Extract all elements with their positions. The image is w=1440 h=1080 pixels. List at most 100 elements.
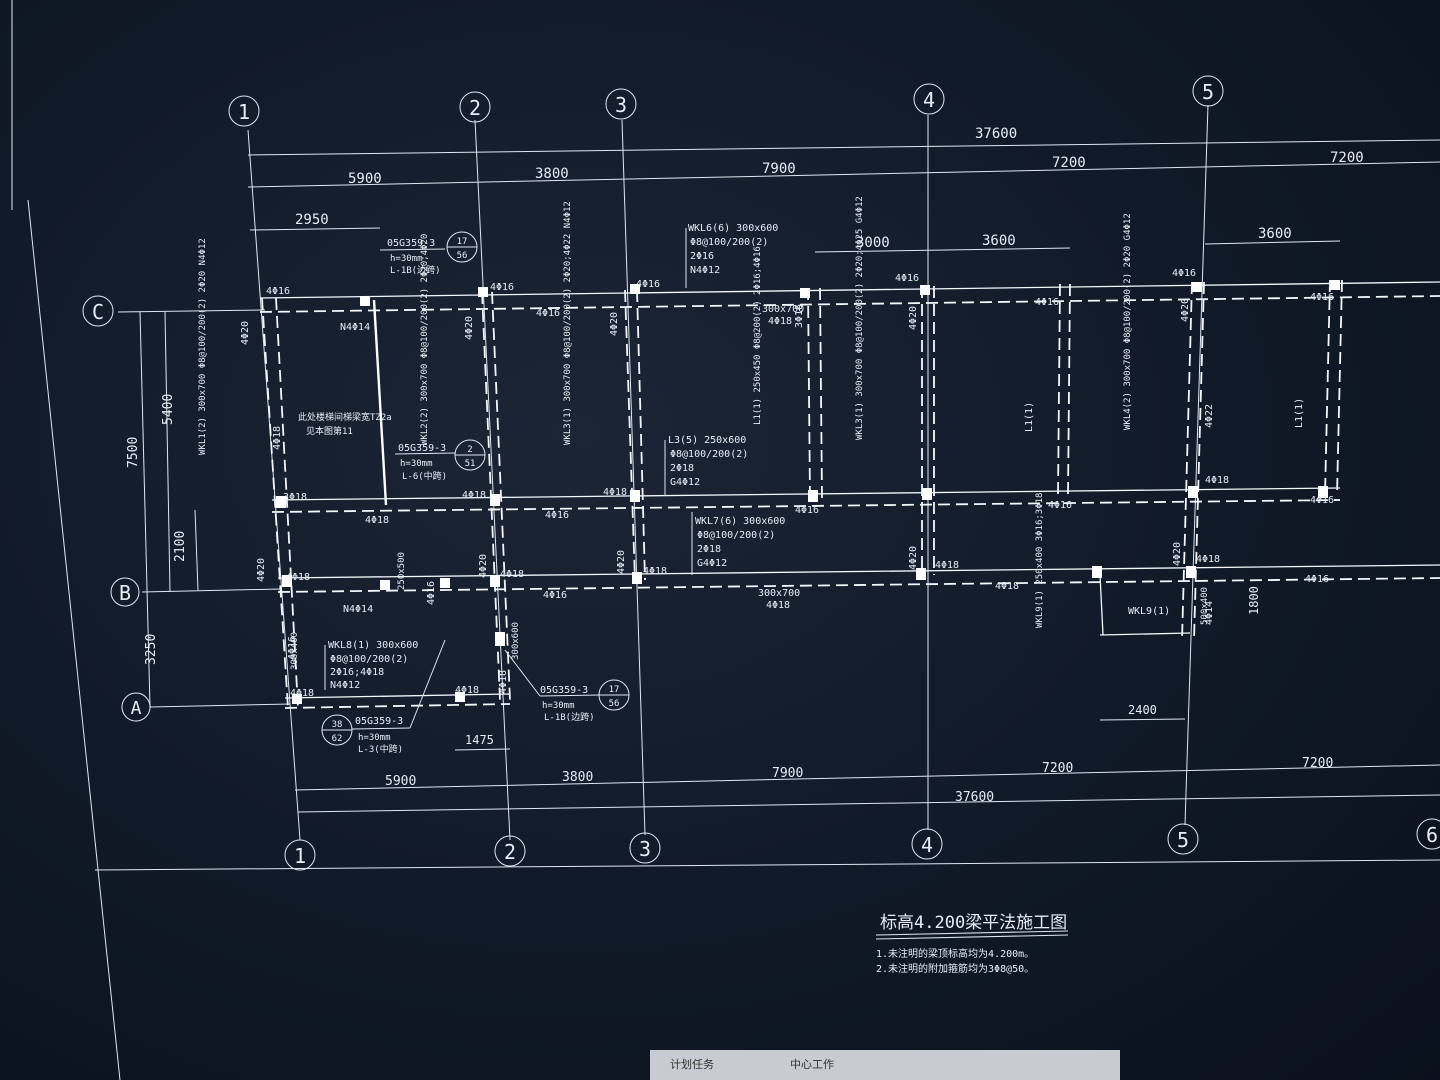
beam-label-wkl8[interactable]: WKL8(1) 300x600 Φ8@100/200(2) 2Φ16;4Φ18 … — [324, 640, 418, 691]
svg-text:Φ8@100/200(2): Φ8@100/200(2) — [330, 654, 408, 665]
axis-bubble-top-2[interactable]: 2 — [459, 91, 491, 123]
axis-bubble-top-5[interactable]: 5 — [1192, 75, 1224, 107]
svg-text:4Φ16: 4Φ16 — [1172, 268, 1196, 279]
beam-label-wkl2[interactable]: WKL2(2) 300x700 Φ8@100/200(2) 2Φ20;4Φ20 — [420, 234, 430, 445]
beam-section-label: 500x400 — [1200, 587, 1210, 625]
svg-text:G4Φ12: G4Φ12 — [670, 477, 700, 488]
axis-bubble-bottom-2[interactable]: 2 — [494, 835, 526, 867]
beam-label-l1[interactable]: L1(1) 250x450 Φ8@200(2) 2Φ16;4Φ16 — [753, 246, 763, 425]
beam-rebar-label: 4Φ18 — [766, 600, 790, 611]
axis-bubble-bottom-5[interactable]: 5 — [1167, 823, 1199, 855]
taskbar: 计划任务 中心工作 — [650, 1050, 1120, 1080]
dim-text: 3250 — [144, 634, 159, 665]
svg-text:4Φ16: 4Φ16 — [795, 505, 819, 516]
beam-label-l1-short[interactable]: L1(1) — [1024, 402, 1035, 432]
frame-line — [27, 199, 121, 1080]
svg-text:4Φ16: 4Φ16 — [266, 286, 290, 297]
axis-bubble-B[interactable]: B — [110, 577, 140, 607]
beam-label-wkl9-v[interactable]: WKL9(1) 250x400 3Φ16;3Φ18 — [1035, 493, 1045, 628]
beam-line-wkl9h — [1099, 632, 1191, 636]
svg-text:Φ8@100/200(2): Φ8@100/200(2) — [670, 449, 748, 460]
svg-text:4Φ16: 4Φ16 — [895, 273, 919, 284]
stair-beam-line — [372, 299, 388, 506]
axis-bubble-C[interactable]: C — [82, 295, 114, 327]
svg-text:4Φ18: 4Φ18 — [603, 487, 627, 498]
svg-text:4Φ14: 4Φ14 — [1204, 601, 1215, 625]
beam-line-v-l1b — [819, 287, 823, 499]
svg-text:5: 5 — [1177, 828, 1189, 852]
axis-line-5 — [1184, 104, 1209, 826]
axis-line-3 — [621, 119, 646, 836]
beam-line-v-l1d — [1067, 283, 1071, 496]
svg-text:4Φ18: 4Φ18 — [462, 490, 486, 501]
callout-4[interactable]: 38 62 05G359-3 h=30mm L-3(中跨) — [321, 639, 446, 755]
beam-label-wkl9-h[interactable]: WKL9(1) — [1128, 606, 1170, 617]
svg-text:2: 2 — [467, 445, 472, 455]
beam-label-wkl7[interactable]: WKL7(6) 300x600 Φ8@100/200(2) 2Φ18 G4Φ12 — [691, 512, 785, 575]
svg-text:Φ8@100/200(2): Φ8@100/200(2) — [690, 237, 768, 248]
axis-bubble-top-1[interactable]: 1 — [228, 95, 260, 127]
svg-text:4Φ18: 4Φ18 — [1205, 475, 1229, 486]
dim-text: 3600 — [982, 233, 1016, 249]
svg-text:38: 38 — [332, 720, 343, 730]
beam-section-label: 300x400 — [290, 632, 300, 670]
beam-label-wkl4[interactable]: WKL4(2) 300x700 Φ8@100/200(2) 2Φ20 G4Φ12 — [1123, 213, 1133, 430]
beam-line-v2b — [491, 291, 511, 701]
svg-text:2Φ18: 2Φ18 — [670, 463, 694, 474]
svg-text:4Φ20: 4Φ20 — [609, 312, 620, 336]
dim-text: 2100 — [173, 531, 188, 562]
beam-label-wkl3b[interactable]: WKL3(1) 300x700 Φ8@100/200(2) 2Φ20;4Φ25 … — [855, 196, 865, 440]
axis-bubble-top-4[interactable]: 4 — [913, 83, 945, 115]
callout-1[interactable]: 17 56 05G359-3 h=30mm L-1B(边跨) — [379, 231, 478, 276]
svg-text:G4Φ12: G4Φ12 — [697, 558, 727, 569]
frame-line — [94, 859, 1440, 871]
axis-bubble-bottom-6[interactable]: 6 — [1416, 818, 1440, 850]
axis-bubble-top-3[interactable]: 3 — [605, 88, 637, 120]
axis-line-C — [117, 309, 266, 313]
drawing-title-block[interactable]: 标高4.200梁平法施工图 1.未注明的梁顶标高均为4.200m。 2.未注明的… — [875, 913, 1069, 975]
dim-text: 7900 — [772, 766, 803, 781]
axis-bubble-A[interactable]: A — [121, 692, 151, 722]
svg-text:4Φ16: 4Φ16 — [1035, 297, 1059, 308]
taskbar-item[interactable]: 计划任务 — [670, 1058, 714, 1071]
beam-line-v-l1c — [1057, 283, 1061, 496]
beam-label-wkl6[interactable]: WKL6(6) 300x600 Φ8@100/200(2) 2Φ16 N4Φ12 — [685, 223, 778, 288]
svg-text:N4Φ14: N4Φ14 — [343, 604, 373, 615]
svg-text:4Φ20: 4Φ20 — [464, 316, 475, 340]
beam-line-v3 — [624, 289, 636, 581]
svg-text:WKL7(6) 300x600: WKL7(6) 300x600 — [695, 516, 785, 527]
drawing-note: 1.未注明的梁顶标高均为4.200m。 — [876, 947, 1034, 960]
svg-text:4Φ18: 4Φ18 — [935, 560, 959, 571]
dim-text: 7200 — [1330, 150, 1364, 166]
svg-text:4Φ20: 4Φ20 — [478, 554, 489, 578]
axis-bubble-bottom-1[interactable]: 1 — [284, 839, 316, 871]
beam-label-l3[interactable]: L3(5) 250x600 Φ8@100/200(2) 2Φ18 G4Φ12 — [664, 435, 748, 495]
axis-bubble-bottom-4[interactable]: 4 — [911, 828, 943, 860]
svg-text:2Φ16;4Φ18: 2Φ16;4Φ18 — [330, 667, 384, 678]
svg-text:4Φ16: 4Φ16 — [536, 308, 560, 319]
taskbar-item[interactable]: 中心工作 — [790, 1058, 834, 1071]
dim-text: 5900 — [385, 774, 416, 789]
beam-label-l1-short[interactable]: L1(1) — [1294, 398, 1305, 428]
svg-text:3: 3 — [639, 837, 651, 861]
svg-text:4Φ16: 4Φ16 — [1048, 500, 1072, 511]
svg-text:56: 56 — [457, 251, 468, 261]
svg-text:4Φ20: 4Φ20 — [908, 546, 919, 570]
svg-text:L-1B(边跨): L-1B(边跨) — [544, 712, 595, 723]
beam-label-wkl3[interactable]: WKL3(1) 300x700 Φ8@100/200(2) 2Φ20;4Φ22 … — [563, 201, 573, 445]
callout-3[interactable]: 17 56 05G359-3 h=30mm L-1B(边跨) — [504, 649, 630, 723]
axis-bubble-bottom-3[interactable]: 3 — [629, 832, 661, 864]
svg-text:N4Φ14: N4Φ14 — [340, 322, 370, 333]
callout-2[interactable]: 2 51 05G359-3 h=30mm L-6(中跨) — [394, 439, 486, 482]
svg-text:2: 2 — [469, 96, 481, 120]
beam-line-v-l1e — [1324, 279, 1331, 496]
beam-section-label: 300x600 — [511, 622, 521, 660]
dim-text: 2950 — [295, 212, 329, 228]
svg-text:4Φ18: 4Φ18 — [365, 515, 389, 526]
beam-label-wkl1[interactable]: WKL1(2) 300x700 Φ8@100/200(2) 2Φ20 N4Φ12 — [198, 238, 208, 455]
svg-text:Φ8@100/200(2): Φ8@100/200(2) — [697, 530, 775, 541]
beam-line-v3b — [636, 289, 646, 581]
dim-text: 5900 — [348, 171, 382, 187]
